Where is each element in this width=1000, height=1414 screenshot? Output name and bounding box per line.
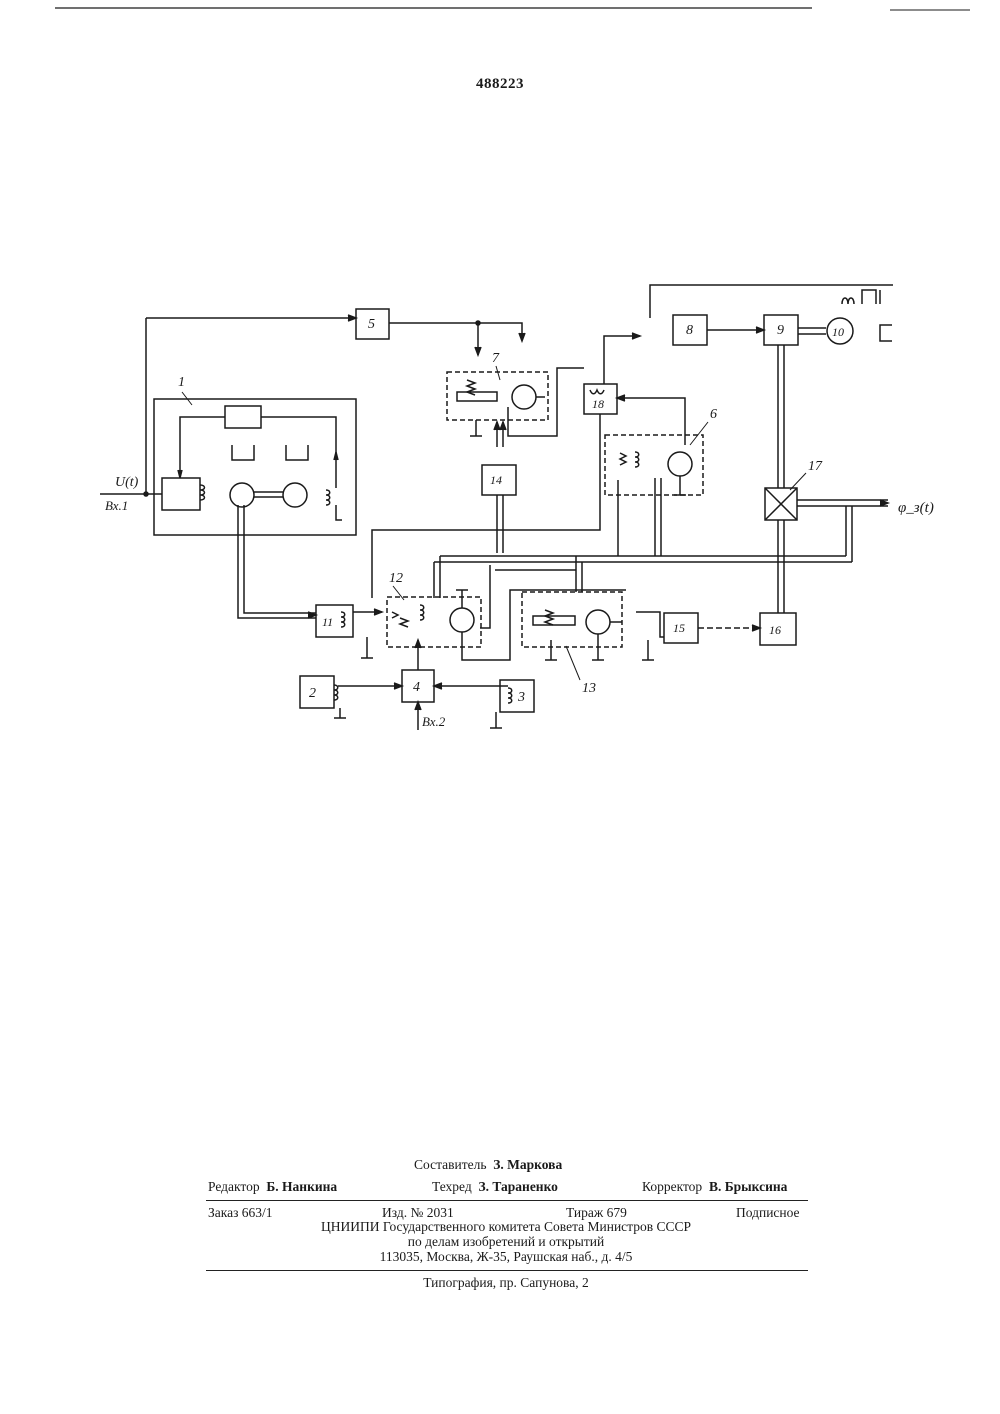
divider-bottom bbox=[206, 1270, 808, 1271]
techeditor-line: Техред З. Тараненко bbox=[432, 1179, 558, 1195]
label-16: 16 bbox=[769, 623, 781, 637]
block-12 bbox=[387, 597, 481, 647]
label-17: 17 bbox=[808, 459, 823, 474]
input1-signal: U(t) bbox=[115, 475, 139, 490]
label-8: 8 bbox=[686, 323, 693, 338]
label-4: 4 bbox=[413, 680, 420, 695]
compiler-name: З. Маркова bbox=[493, 1157, 562, 1172]
corrector-line: Корректор В. Брыксина bbox=[642, 1179, 787, 1195]
publisher-line1: ЦНИИПИ Государственного комитета Совета … bbox=[206, 1219, 806, 1235]
editor-role: Редактор bbox=[208, 1179, 260, 1194]
block-1-motor bbox=[230, 483, 254, 507]
compiler-role: Составитель bbox=[414, 1157, 487, 1172]
block-1-frame bbox=[154, 399, 356, 535]
label-10: 10 bbox=[832, 325, 844, 339]
corrector-role: Корректор bbox=[642, 1179, 702, 1194]
label-18: 18 bbox=[592, 397, 604, 411]
editor-name: Б. Нанкина bbox=[266, 1179, 337, 1194]
corrector-name: В. Брыксина bbox=[709, 1179, 787, 1194]
block-3 bbox=[500, 680, 534, 712]
label-3: 3 bbox=[517, 690, 525, 705]
output-label: φ_з(t) bbox=[898, 500, 934, 516]
block-6 bbox=[605, 435, 703, 495]
label-1: 1 bbox=[178, 375, 185, 390]
printer: Типография, пр. Сапунова, 2 bbox=[206, 1275, 806, 1291]
label-14: 14 bbox=[490, 473, 502, 487]
block-1-input-box bbox=[162, 478, 200, 510]
label-2: 2 bbox=[309, 686, 316, 701]
label-6: 6 bbox=[710, 407, 717, 422]
publisher-address: 113035, Москва, Ж-35, Раушская наб., д. … bbox=[206, 1249, 806, 1265]
label-11: 11 bbox=[322, 615, 333, 629]
divider-top bbox=[206, 1200, 808, 1201]
label-15: 15 bbox=[673, 621, 685, 635]
input2-label: Вх.2 bbox=[422, 714, 446, 729]
input1-label: Вх.1 bbox=[105, 498, 128, 513]
label-13: 13 bbox=[582, 681, 596, 696]
label-7: 7 bbox=[492, 351, 500, 366]
block-diagram: 1 2 3 4 5 6 7 8 9 10 11 12 13 14 15 16 1… bbox=[0, 0, 1000, 760]
techeditor-role: Техред bbox=[432, 1179, 472, 1194]
label-12: 12 bbox=[389, 571, 403, 586]
label-9: 9 bbox=[777, 323, 784, 338]
editor-line: Редактор Б. Нанкина bbox=[208, 1179, 337, 1195]
block-2 bbox=[300, 676, 334, 708]
techeditor-name: З. Тараненко bbox=[478, 1179, 557, 1194]
publisher-line2: по делам изобретений и открытий bbox=[206, 1234, 806, 1250]
block-13 bbox=[522, 592, 622, 647]
compiler-line: Составитель З. Маркова bbox=[414, 1157, 562, 1173]
label-5: 5 bbox=[368, 317, 375, 332]
block-1-top-box bbox=[225, 406, 261, 428]
block-1-generator bbox=[283, 483, 307, 507]
